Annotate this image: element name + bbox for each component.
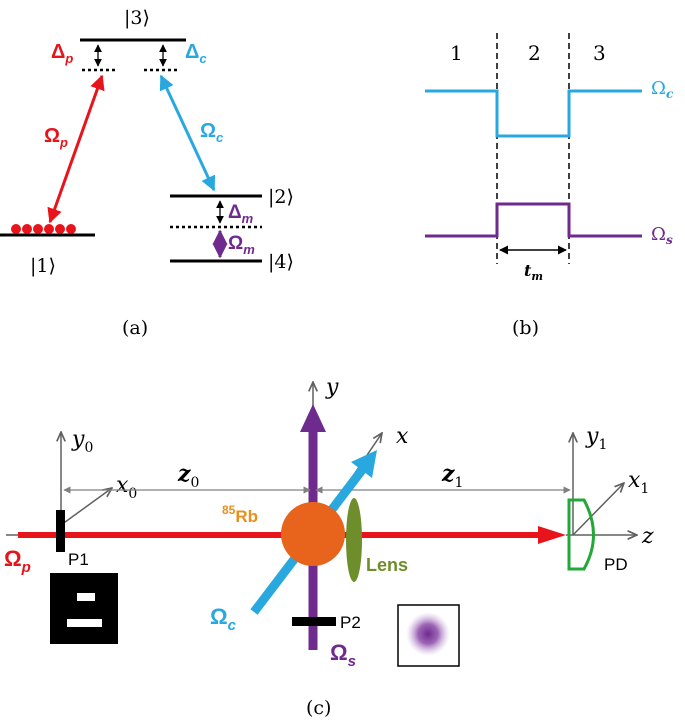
p1-slit-bottom: [67, 619, 102, 627]
omega-p-beam-label: Ωp: [4, 546, 31, 576]
x0-axis: [60, 488, 112, 526]
photodetector: [567, 498, 595, 571]
region-1-label: 1: [450, 41, 463, 65]
x1-label: x1: [628, 468, 649, 497]
level-2-label: |2⟩: [268, 186, 294, 208]
delta-m-label: Δm: [228, 202, 254, 226]
control-transition-arrow: [159, 74, 216, 192]
omega-s-waveform: [425, 202, 642, 238]
x0-label: x0: [116, 473, 137, 502]
probe-beam-head: [538, 526, 566, 544]
level-4-label: |4⟩: [268, 251, 294, 273]
z-axis-label: z: [641, 524, 654, 549]
probe-transition-arrow: [47, 74, 105, 224]
rb-vapor-cell: [281, 502, 345, 566]
p1-mask: [56, 510, 65, 552]
output-spot: [406, 612, 450, 656]
y-axis-label: y: [325, 375, 339, 400]
lens-label: Lens: [366, 555, 408, 575]
control-beam-head: [351, 450, 377, 478]
omega-m-label: Ωm: [228, 233, 255, 257]
rb-label: 85Rb: [222, 503, 258, 526]
level-1-label: |1⟩: [30, 255, 56, 277]
p1-label: P1: [68, 550, 89, 569]
panel-b-caption: (b): [512, 317, 539, 339]
y1-label: y1: [585, 424, 607, 453]
z0-label: z0: [177, 461, 199, 491]
p2-mask: [292, 617, 336, 626]
p1-pattern-inset: [50, 573, 118, 644]
level-3-label: |3⟩: [124, 7, 150, 29]
atom-population-dots: [11, 224, 76, 234]
region-3-label: 3: [593, 41, 606, 65]
delta-p-label: Δp: [51, 41, 73, 66]
omega-c-waveform: [425, 89, 642, 138]
x-axis-label: x: [396, 424, 409, 449]
p2-label: P2: [340, 613, 361, 632]
omega-c-wave-label: Ωc: [651, 78, 674, 101]
panel-c: y y0 x0 z0 z1 P1 x 85Rb: [4, 375, 654, 719]
x1-axis: [572, 483, 624, 536]
p1-slit-top: [77, 593, 95, 601]
omega-p-label: Ωp: [44, 125, 68, 150]
panel-c-caption: (c): [306, 697, 331, 719]
y0-label: y0: [71, 427, 93, 456]
omega-s-beam-label: Ωs: [330, 640, 356, 670]
region-2-label: 2: [528, 41, 541, 65]
omega-c-beam-label: Ωc: [210, 604, 237, 634]
delta-c-label: Δc: [185, 41, 207, 66]
tm-label: tm: [524, 261, 543, 283]
omega-s-wave-label: Ωs: [651, 224, 673, 247]
omega-c-label: Ωc: [200, 120, 224, 145]
z1-label: z1: [441, 461, 463, 491]
lens: [346, 498, 362, 582]
panel-a: |3⟩ Δp Δc |1⟩ Ωp |2⟩ |4⟩ Ωc Δm Ωm (a): [0, 7, 294, 339]
pd-label: PD: [604, 555, 628, 574]
panel-a-caption: (a): [122, 317, 148, 339]
panel-b: 1 2 3 Ωc Ωs tm (b): [425, 33, 674, 339]
signal-beam-head: [300, 404, 326, 432]
